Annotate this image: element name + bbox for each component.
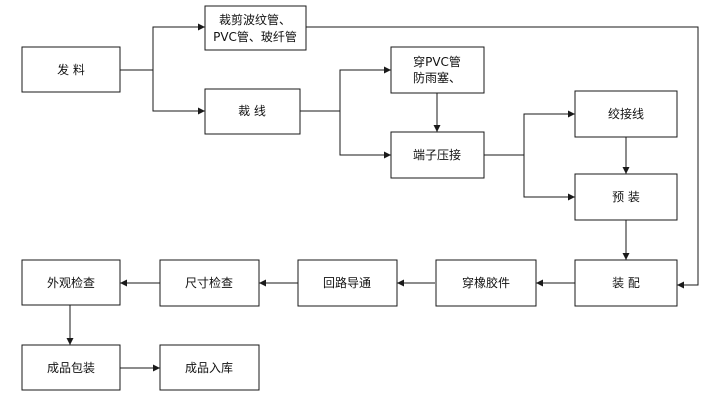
node-yu-zhuang-label: 预 装 xyxy=(612,190,640,204)
node-cai-bo-wen-guan-line-1: 裁剪波纹管、 xyxy=(219,12,291,27)
node-chi-cun-jian-cha-label: 尺寸检查 xyxy=(185,275,233,290)
node-jiao-jie-xian-label: 绞接线 xyxy=(608,106,644,121)
edge-cai-xian-to-chuan-pvc xyxy=(300,66,391,112)
node-chuan-pvc-line-2: 防雨塞、 xyxy=(413,70,461,85)
node-cheng-pin-ru-ku-label: 成品入库 xyxy=(185,360,233,375)
node-duanzi-ya-jie-label: 端子压接 xyxy=(413,147,461,162)
node-cai-xian: 裁 线 xyxy=(204,88,301,135)
node-duanzi-ya-jie: 端子压接 xyxy=(390,131,485,179)
edge-duanzi-ya-jie-to-yu-zhuang xyxy=(523,155,575,201)
node-fa-liao: 发 料 xyxy=(21,46,121,93)
node-jiao-jie-xian: 绞接线 xyxy=(574,90,678,138)
node-chi-cun-jian-cha: 尺寸检查 xyxy=(159,259,260,307)
node-yu-zhuang: 预 装 xyxy=(574,173,678,221)
node-hui-lu-dao-tong-label: 回路导通 xyxy=(323,275,371,290)
node-wai-guan-jian-cha: 外观检查 xyxy=(21,259,121,306)
node-zhuang-pei-label: 装 配 xyxy=(612,276,640,290)
node-chuan-xiangjiao-label: 穿橡胶件 xyxy=(462,275,510,290)
node-chuan-xiangjiao: 穿橡胶件 xyxy=(435,259,537,307)
node-hui-lu-dao-tong: 回路导通 xyxy=(297,259,398,307)
node-cheng-pin-ru-ku: 成品入库 xyxy=(159,344,260,391)
node-cheng-pin-bao-zhuang: 成品包装 xyxy=(21,344,121,391)
node-wai-guan-jian-cha-label: 外观检查 xyxy=(47,275,95,290)
node-chuan-pvc-line-1: 穿PVC管 xyxy=(413,54,461,69)
node-chuan-pvc: 穿PVC管 防雨塞、 xyxy=(390,46,485,94)
edge-fa-liao-to-cai-xian xyxy=(152,70,205,115)
node-fa-liao-label: 发 料 xyxy=(57,62,85,77)
node-cai-xian-label: 裁 线 xyxy=(238,104,266,118)
edge-duanzi-ya-jie-to-jiao-jie-xian xyxy=(484,110,575,156)
node-zhuang-pei: 装 配 xyxy=(574,259,678,307)
edge-cai-xian-to-duanzi-ya-jie xyxy=(339,111,391,159)
connectors xyxy=(66,23,699,372)
edge-cai-bo-wen-guan-to-zhuang-pei xyxy=(306,26,699,289)
node-cai-bo-wen-guan-line-2: PVC管、玻纤管 xyxy=(213,29,297,44)
node-cheng-pin-bao-zhuang-label: 成品包装 xyxy=(47,361,95,375)
node-cai-bo-wen-guan: 裁剪波纹管、 PVC管、玻纤管 xyxy=(204,5,307,51)
edge-fa-liao-to-cai-bo-wen-guan xyxy=(120,23,205,71)
